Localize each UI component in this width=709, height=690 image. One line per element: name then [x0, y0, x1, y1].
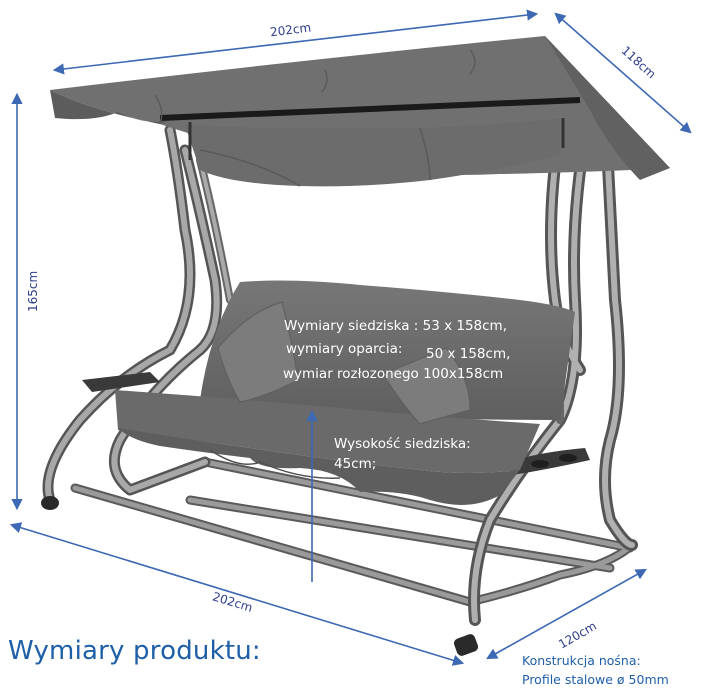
label-canopy-depth: 118cm [619, 43, 659, 81]
label-canopy-width: 202cm [269, 20, 312, 39]
spec-seat-height-label: Wysokość siedziska: [334, 436, 471, 452]
spec-backrest-label: wymiary oparcia: [286, 341, 402, 357]
swing-frame [42, 102, 638, 626]
dim-line-canopy-depth [554, 12, 692, 134]
seat-cushion [115, 280, 575, 505]
armrests [82, 372, 590, 475]
dim-line-canopy-width [52, 9, 539, 75]
dim-line-base-depth [486, 568, 647, 660]
construction-value: Profile stalowe ø 50mm [522, 672, 669, 687]
label-base-depth: 120cm [556, 619, 599, 652]
label-height: 165cm [26, 271, 40, 312]
spec-unfolded-line: wymiar rozłozonego 100x158cm [283, 366, 503, 382]
construction-label: Konstrukcja nośna: [522, 653, 641, 668]
construction-info: Konstrukcja nośna: Profile stalowe ø 50m… [522, 651, 669, 689]
swing-feet [41, 496, 479, 656]
dim-line-base-width [9, 522, 465, 666]
canopy [50, 36, 670, 187]
spec-seat-height-value: 45cm; [334, 456, 376, 472]
product-dimensions-title: Wymiary produktu: [8, 636, 261, 666]
dimension-lines [9, 9, 692, 666]
spec-backrest-value: 50 x 158cm, [426, 346, 510, 362]
spec-seat-line: Wymiary siedziska : 53 x 158cm, [284, 318, 507, 334]
